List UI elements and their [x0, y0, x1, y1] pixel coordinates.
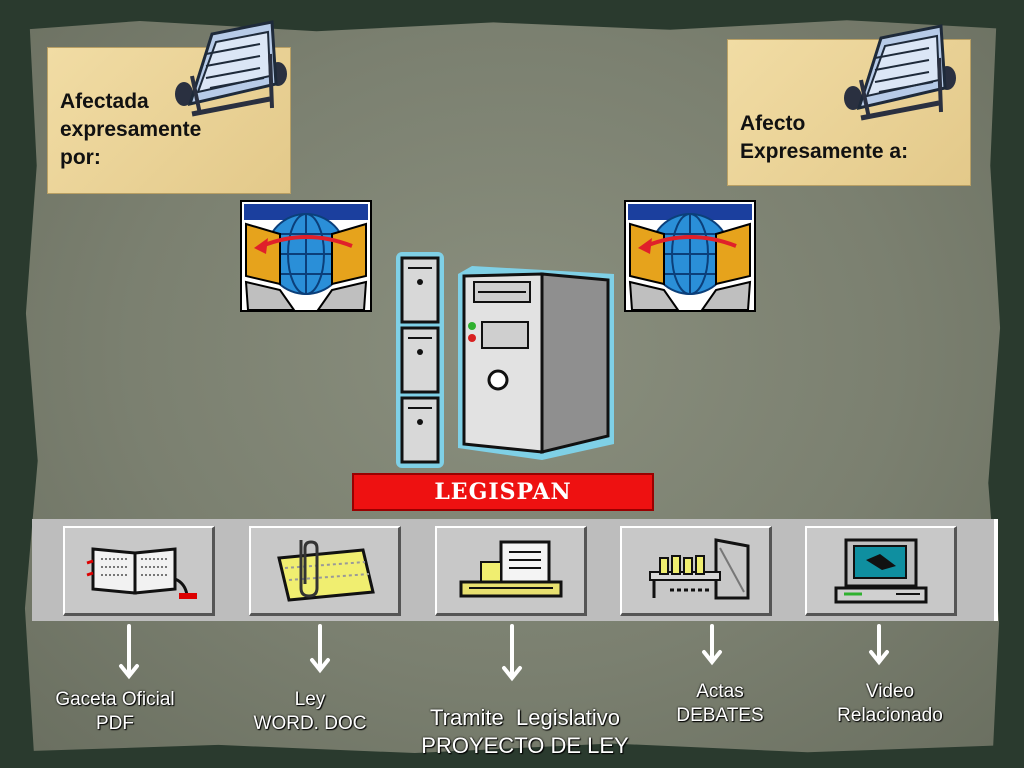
computer-video-icon	[834, 538, 927, 603]
gazette-pdf-label-line2: PDF	[96, 713, 134, 734]
legislative-process-label: Tramite Legislativo PROYECTO DE LEY	[397, 704, 653, 760]
down-arrow-icon	[119, 624, 139, 680]
network-exchange-icon	[624, 200, 756, 312]
legispan-banner: LEGISPAN	[352, 473, 654, 511]
paperclip-folder-icon	[276, 539, 375, 602]
related-video-button[interactable]	[805, 526, 957, 616]
gazette-pdf-label-line1: Gaceta Oficial	[55, 689, 175, 710]
server-icon	[396, 252, 614, 468]
minutes-debates-label-line2: DEBATES	[676, 705, 764, 726]
affects-label: Afecto Expresamente a:	[740, 112, 909, 163]
file-cabinet-icon	[648, 537, 749, 599]
down-arrow-icon	[702, 624, 722, 666]
related-video-label: Video Relacionado	[815, 680, 965, 728]
legislative-process-label-line2: PROYECTO DE LEY	[421, 733, 629, 758]
minutes-debates-label-line1: Actas	[696, 681, 744, 702]
law-doc-label-line2: WORD. DOC	[253, 713, 367, 734]
reading-book-icon	[86, 546, 197, 599]
gazette-pdf-label: Gaceta Oficial PDF	[35, 688, 195, 736]
law-doc-label: Ley WORD. DOC	[230, 688, 390, 736]
legislative-process-label-line1: Tramite Legislativo	[430, 705, 620, 730]
minutes-debates-button[interactable]	[620, 526, 772, 616]
rolodex-icon	[175, 20, 287, 117]
toolbar-edge	[994, 519, 998, 621]
rolodex-icon	[844, 24, 956, 121]
law-doc-button[interactable]	[249, 526, 401, 616]
affected-by-label: Afectada expresamente por:	[60, 90, 202, 169]
network-exchange-icon	[240, 200, 372, 312]
down-arrow-icon	[869, 624, 889, 666]
minutes-debates-label: Actas DEBATES	[650, 680, 790, 728]
legislative-process-button[interactable]	[435, 526, 587, 616]
document-tray-icon	[459, 540, 562, 597]
law-doc-label-line1: Ley	[294, 689, 326, 710]
related-video-label-line1: Video	[865, 681, 915, 702]
source-toolbar	[32, 519, 998, 621]
down-arrow-icon	[310, 624, 330, 674]
related-video-label-line2: Relacionado	[837, 705, 943, 726]
gazette-pdf-button[interactable]	[63, 526, 215, 616]
down-arrow-icon	[502, 624, 522, 682]
